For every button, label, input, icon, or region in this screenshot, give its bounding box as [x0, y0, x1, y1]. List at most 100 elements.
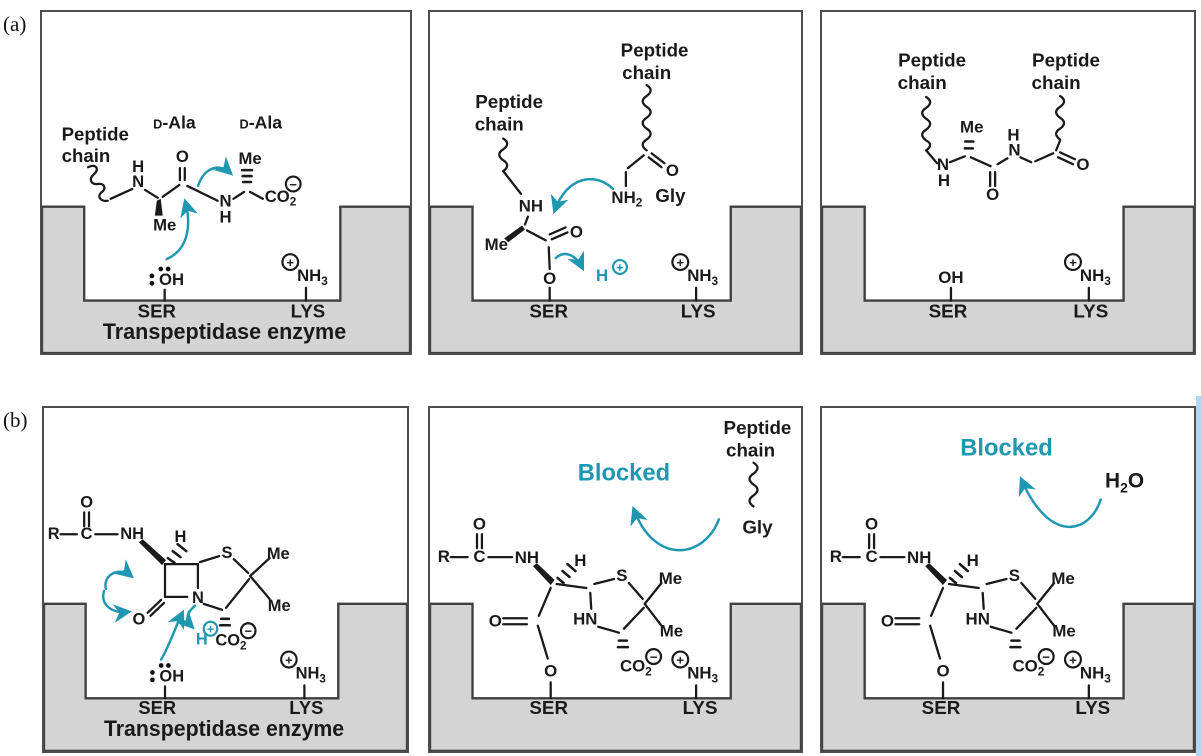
atom-label-o: O	[666, 161, 679, 180]
lysine-label: LYS	[1073, 300, 1108, 321]
row-b-label: (b)	[3, 408, 28, 432]
plus-sign: +	[616, 260, 624, 275]
lysine-label: LYS	[291, 300, 326, 321]
serine-label: SER	[922, 697, 961, 718]
hash-bond	[1009, 639, 1022, 649]
wedge-bond	[154, 198, 163, 216]
curly-arrow	[165, 198, 199, 261]
proton-label: H +	[196, 620, 219, 649]
atom-label-h: H	[574, 551, 586, 570]
carboxylate-label: CO2	[265, 187, 297, 209]
atom-label-o: O	[473, 514, 486, 533]
atom-label-o: O	[570, 222, 583, 241]
panel-a2-drawing: Peptide chain O NH2 Gly Peptide chain N	[430, 39, 801, 353]
proton-h: H	[196, 629, 208, 648]
d-ala-label: D-Ala	[240, 113, 283, 133]
atom-label-s: S	[221, 543, 232, 562]
hash-bond	[240, 168, 254, 184]
hash-bond	[616, 639, 630, 649]
mechanism-arrows	[550, 177, 615, 272]
peptide-text: Peptide	[724, 417, 792, 438]
peptide-text: Peptide	[621, 39, 689, 60]
penicilloyl-enzyme-complex: O R C NH H S Me	[830, 514, 1076, 680]
atom-label-r: R	[438, 547, 450, 566]
plus-charge-icon	[611, 259, 628, 276]
scan-edge-artifact	[1196, 396, 1201, 756]
cross-linked-product: N H Me O N H O	[921, 94, 1089, 204]
water-label: H2O	[1105, 470, 1144, 496]
carboxylate-label: CO2	[215, 630, 247, 652]
carboxylate-label: CO2	[620, 656, 652, 678]
atom-label-me: Me	[153, 215, 176, 234]
plus-sign: +	[1069, 652, 1077, 667]
atom-label-c: C	[866, 547, 878, 566]
peptide-text: Peptide	[1032, 49, 1100, 70]
plus-charge-icon	[1063, 253, 1083, 272]
curly-arrow	[159, 609, 185, 661]
lysine-label: LYS	[1075, 697, 1110, 718]
row-a-label: (a)	[3, 12, 27, 36]
chain-text: chain	[1032, 72, 1081, 93]
atom-label-oh: OH	[938, 268, 963, 287]
squiggle-bond	[641, 84, 652, 152]
amine-label: NH2	[611, 188, 642, 210]
atom-label-r: R	[48, 524, 60, 543]
lysine-residue: + NH3 LYS	[280, 650, 326, 718]
plus-charge-icon	[281, 253, 300, 272]
atom-label-s: S	[1009, 566, 1020, 585]
peptide-text: Peptide	[62, 123, 129, 144]
curly-arrow	[550, 177, 615, 215]
chain-text: chain	[898, 72, 947, 93]
ammonium-label: NH3	[1080, 663, 1111, 685]
atom-label-me: Me	[268, 596, 291, 615]
atom-label-nh: NH	[907, 548, 931, 567]
minus-sign: −	[1042, 650, 1050, 665]
enzyme-body	[430, 205, 801, 353]
serine-residue: SER	[529, 300, 568, 321]
peptide-chain-label-left: Peptide chain	[475, 91, 543, 135]
atom-label-n: N	[937, 155, 949, 174]
atom-label-r: R	[830, 547, 842, 566]
plus-charge-icon	[671, 253, 690, 272]
atom-label-o: O	[80, 492, 93, 511]
atom-label-h: H	[219, 207, 231, 226]
glycine-label: Gly	[742, 516, 773, 537]
serine-residue: OH SER	[929, 268, 968, 322]
serine-label: SER	[929, 300, 968, 321]
atom-label-o: O	[865, 514, 878, 533]
enzyme-body	[822, 205, 1194, 353]
atom-label-nh: NH	[120, 524, 144, 543]
atom-label-hn: HN	[573, 610, 597, 629]
ammonium-label: NH3	[687, 266, 718, 288]
blocked-arrow	[630, 505, 721, 552]
panel-b1-drawing: O R C NH H	[44, 492, 407, 751]
atom-label-me: Me	[267, 544, 290, 563]
plus-charge-icon	[671, 650, 690, 669]
atom-label-me: Me	[238, 149, 261, 168]
atom-label-o: O	[881, 612, 894, 631]
atom-label-o: O	[986, 185, 999, 204]
squiggle-bond	[498, 137, 509, 173]
atom-label-c: C	[473, 547, 485, 566]
mechanism-arrows	[165, 156, 234, 261]
serine-label: SER	[529, 697, 568, 718]
squiggle-bond	[748, 461, 759, 508]
plus-sign: +	[1069, 255, 1077, 270]
serine-residue: SER	[922, 697, 961, 718]
hash-bond	[948, 562, 970, 585]
enzyme-body	[430, 602, 801, 751]
ammonium-label: NH3	[297, 266, 328, 288]
proton-h: H	[596, 266, 608, 285]
ammonium-label: NH3	[1080, 266, 1111, 288]
atom-label-n: N	[132, 172, 144, 191]
enzyme-caption: Transpeptidase enzyme	[103, 319, 346, 344]
atom-label-oh: OH	[159, 270, 184, 289]
panel-a2: Peptide chain O NH2 Gly Peptide chain N	[428, 10, 803, 355]
panel-a1: Peptide chain D-Ala D-Ala H N Me O N	[40, 10, 412, 355]
atom-label-me: Me	[485, 235, 508, 254]
atom-label-c: C	[81, 524, 93, 543]
serine-label: SER	[138, 300, 177, 321]
atom-label-s: S	[616, 566, 627, 585]
plus-sign: +	[207, 622, 214, 637]
